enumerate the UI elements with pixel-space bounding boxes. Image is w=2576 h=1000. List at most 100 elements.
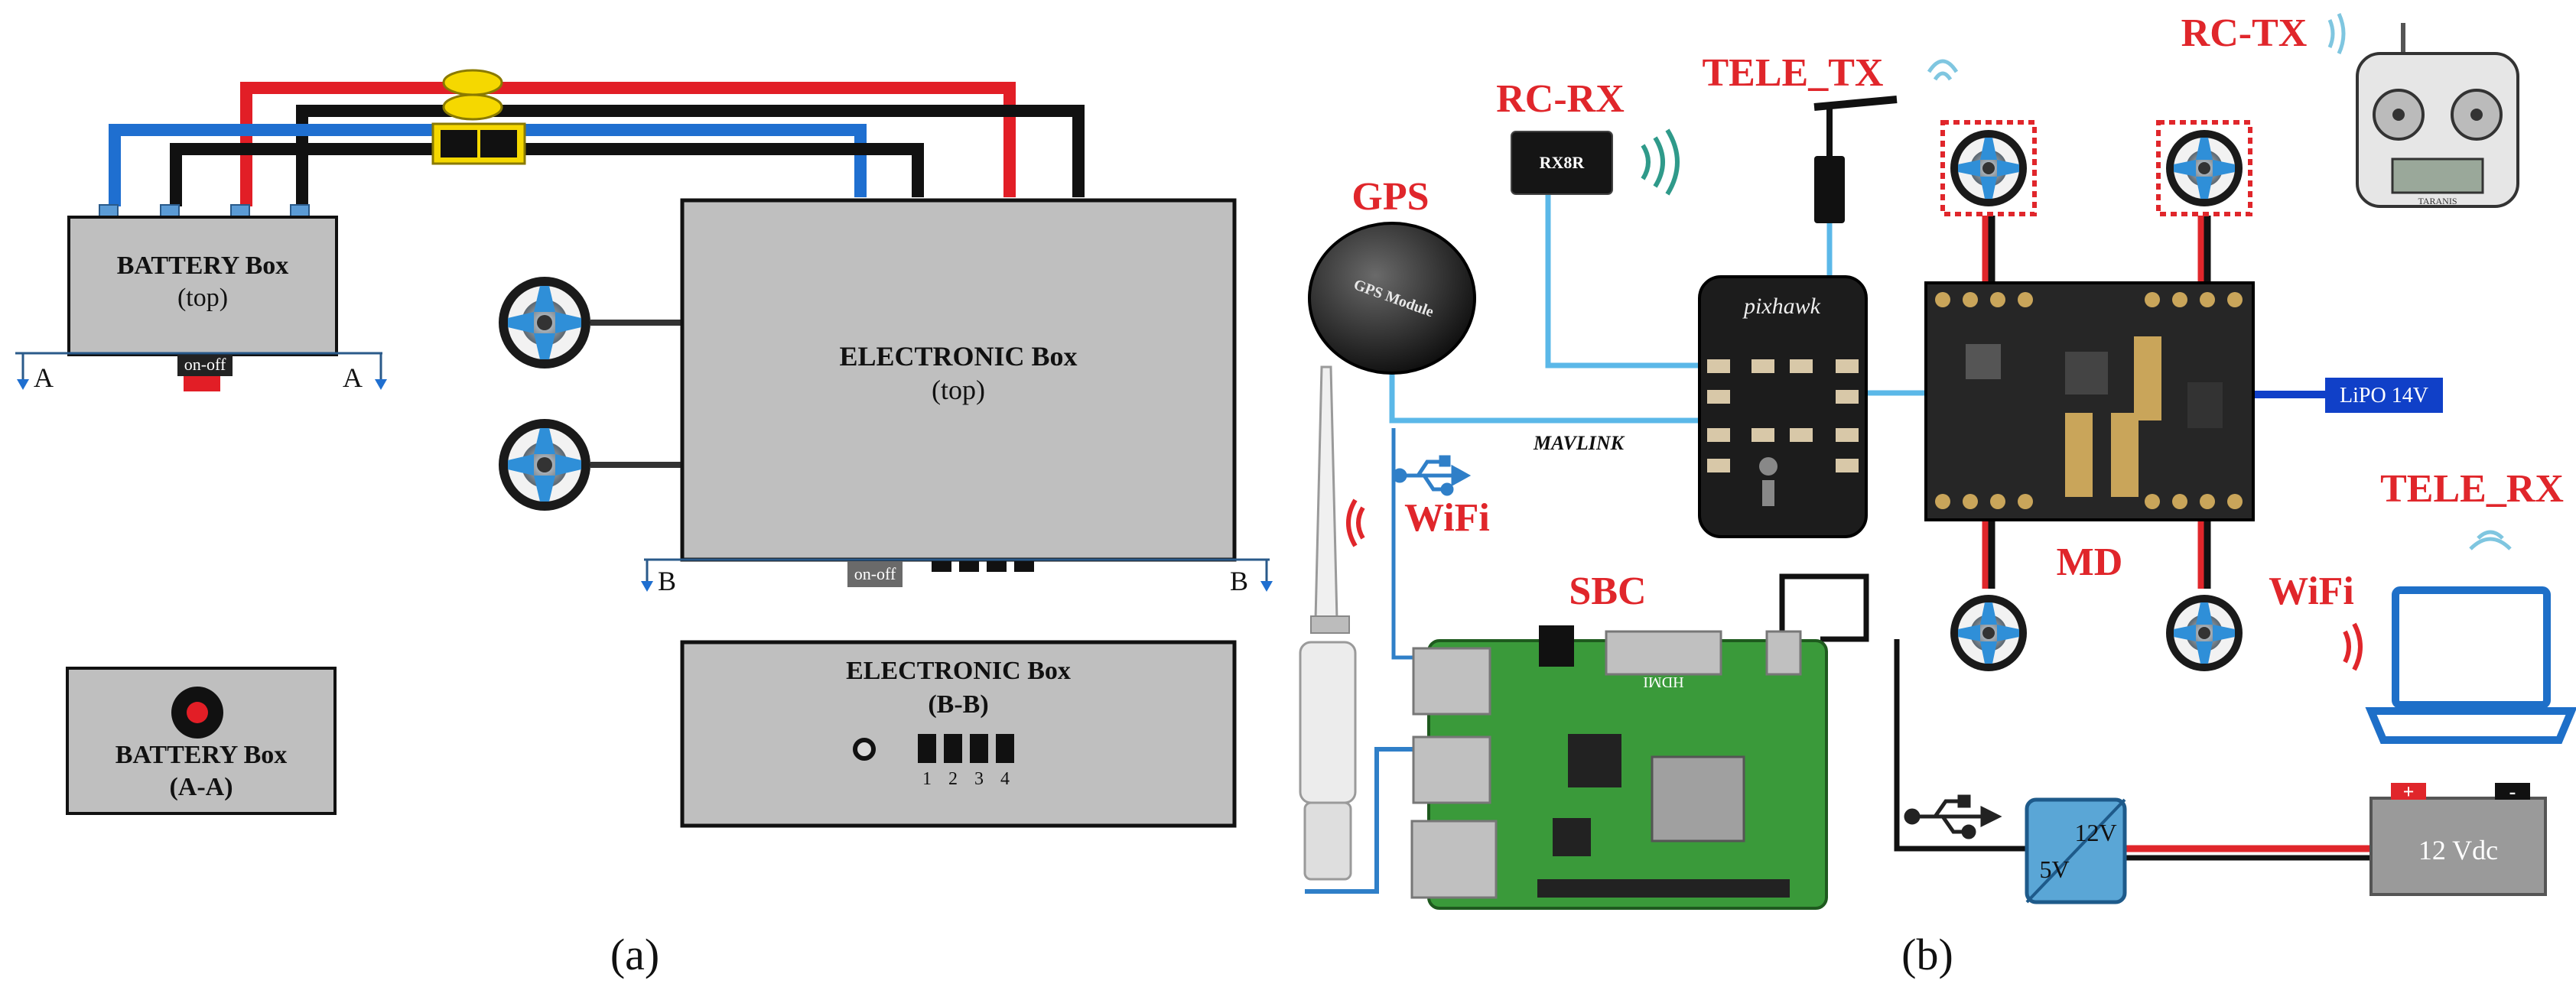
port-label: 1 xyxy=(922,769,932,789)
rc-transmitter: RC-TX TARANIS xyxy=(2181,11,2519,208)
hdmi-text: HDMI xyxy=(1643,674,1683,690)
wifi-antenna xyxy=(1299,365,1357,881)
electronic-top-title: ELECTRONIC Box xyxy=(839,341,1077,372)
section-label-b-right: B xyxy=(1230,566,1248,596)
electronic-box-top: ELECTRONIC Box (top) on-off B B xyxy=(641,198,1273,596)
port xyxy=(918,734,936,763)
telemetry-receiver: TELE_RX WiFi xyxy=(2269,467,2576,744)
audio-jack xyxy=(1539,625,1574,667)
tele-rx-label: TELE_RX xyxy=(2380,467,2564,511)
wifi-right-label: WiFi xyxy=(2269,570,2354,613)
usb-icon xyxy=(1392,455,1472,496)
telemetry-transmitter: TELE_TX xyxy=(1703,51,1959,223)
battery-plus: + xyxy=(2403,781,2415,803)
usb-port xyxy=(1412,735,1491,804)
lipo-label: LiPO 14V xyxy=(2340,384,2428,407)
flight-controller: pixhawk xyxy=(1698,275,1868,538)
port xyxy=(944,734,962,763)
power-cables xyxy=(1779,391,2371,861)
port-label: 4 xyxy=(1000,769,1010,789)
electronic-switch-round xyxy=(853,738,876,761)
battery-aa-title: BATTERY Box xyxy=(115,741,288,769)
dc-converter: 12V 5V xyxy=(1904,794,2127,904)
converter-in-label: 12V xyxy=(2074,819,2116,846)
electronic-bb-subtitle: (B-B) xyxy=(928,690,988,719)
battery-switch-label: on-off xyxy=(184,355,226,374)
electronic-switch-label: on-off xyxy=(854,564,896,583)
port-label: 2 xyxy=(948,769,958,789)
battery-aa-subtitle: (A-A) xyxy=(169,773,233,801)
wireless-icon xyxy=(2477,530,2504,540)
gps-puck xyxy=(1308,222,1476,375)
tele-tx-label: TELE_TX xyxy=(1703,51,1884,95)
battery-voltage-label: 12 Vdc xyxy=(2418,835,2498,865)
electronic-top-subtitle: (top) xyxy=(932,375,985,405)
wifi-left: WiFi xyxy=(1346,455,1490,547)
wireless-icon xyxy=(1641,144,1651,180)
antenna-icon xyxy=(1813,96,1898,111)
port-label: 3 xyxy=(974,769,984,789)
motor-arms xyxy=(1982,216,2211,589)
panel-a: BATTERY Box (top) on-off A A BATTERY Box… xyxy=(15,69,1273,979)
lipo-battery: LiPO 14V xyxy=(2325,378,2443,413)
motor-driver-board: MD xyxy=(1924,281,2255,584)
wireless-icon xyxy=(2327,18,2335,49)
battery-switch-red xyxy=(184,376,220,391)
section-label-b-left: B xyxy=(658,566,676,596)
sbc-label: SBC xyxy=(1569,570,1646,613)
rc-tx-model: TARANIS xyxy=(2418,196,2457,206)
section-label-a-left: A xyxy=(34,362,54,393)
wifi-left-label: WiFi xyxy=(1404,496,1490,540)
battery-box-top: BATTERY Box (top) on-off A A xyxy=(15,204,387,393)
port xyxy=(996,734,1014,763)
battery-minus: - xyxy=(2509,781,2516,803)
motor-icon xyxy=(2166,595,2243,671)
gps-module: GPS GPS Module xyxy=(1308,175,1476,375)
electronic-box-bb: ELECTRONIC Box (B-B) 1 2 3 4 xyxy=(680,640,1237,828)
caption-b: (b) xyxy=(1901,930,1953,979)
battery-box-aa: BATTERY Box (A-A) xyxy=(66,667,337,815)
wireless-icon xyxy=(2343,630,2351,664)
electronic-bb-title: ELECTRONIC Box xyxy=(846,657,1071,685)
usb-icon xyxy=(1904,794,2002,839)
caption-a: (a) xyxy=(610,930,659,979)
fc-ports xyxy=(1707,359,1859,472)
usb-port xyxy=(1412,647,1491,716)
motor-icon xyxy=(1940,120,2037,216)
electronic-switch xyxy=(847,561,903,587)
motor-cable xyxy=(590,320,682,468)
wireless-icon xyxy=(1356,506,1365,540)
motor-icon xyxy=(2156,120,2252,216)
ethernet-port xyxy=(1410,820,1498,899)
rc-rx-model: RX8R xyxy=(1540,153,1586,172)
battery-top-subtitle: (top) xyxy=(177,284,228,312)
motor-icon xyxy=(1950,595,2027,671)
gps-label: GPS xyxy=(1351,175,1429,219)
usbc-port xyxy=(1765,630,1802,676)
battery-switch xyxy=(177,355,233,376)
converter-out-label: 5V xyxy=(2039,856,2069,883)
rc-tx-label: RC-TX xyxy=(2181,11,2308,55)
gps-cable xyxy=(1389,359,1698,424)
battery-cables xyxy=(109,82,1085,206)
battery-top-title: BATTERY Box xyxy=(117,252,289,280)
battery-12v: + - 12 Vdc xyxy=(2369,781,2547,896)
laptop-icon xyxy=(2365,586,2576,744)
antenna-cable xyxy=(1305,747,1421,894)
rc-rx-cable xyxy=(1545,191,1698,369)
port xyxy=(970,734,988,763)
wireless-icon xyxy=(1933,71,1953,81)
rc-receiver: RC-RX RX8R xyxy=(1496,77,1680,196)
md-label: MD xyxy=(2057,541,2123,584)
cpu-chip xyxy=(1651,755,1745,843)
rc-rx-label: RC-RX xyxy=(1496,77,1625,121)
mavlink-label: MAVLINK xyxy=(1533,432,1625,454)
hdmi-ports xyxy=(1605,630,1722,676)
motor-icon xyxy=(499,419,590,511)
cable-connector xyxy=(431,69,526,165)
panel-b: GPS GPS Module RC-RX RX8R TELE_TX RC-TX xyxy=(1299,11,2576,979)
sbc-power-cable xyxy=(1779,573,1869,651)
single-board-computer: SBC HDMI xyxy=(1410,570,1828,910)
